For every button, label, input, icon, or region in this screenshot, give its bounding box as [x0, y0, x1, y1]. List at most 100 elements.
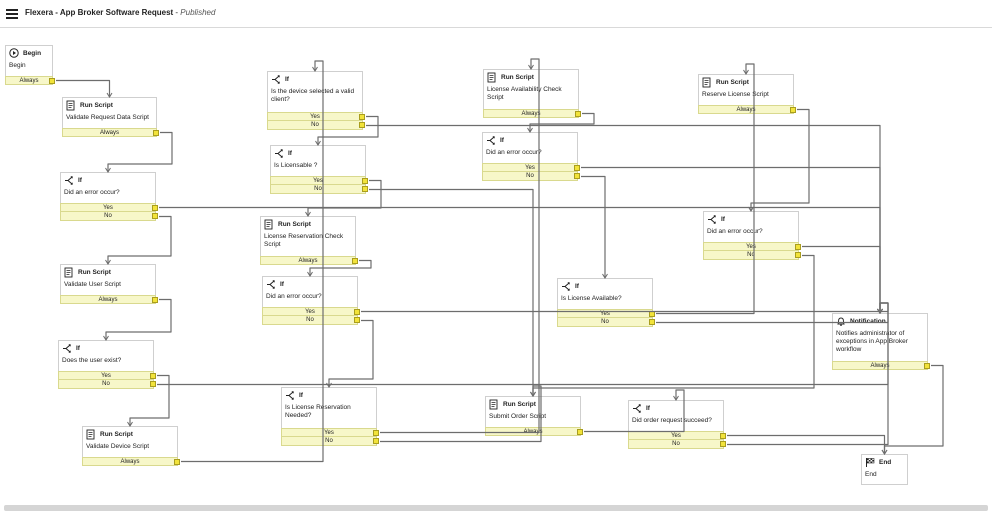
port-label: Yes	[310, 114, 320, 120]
node-header: End	[862, 455, 907, 471]
hamburger-menu-icon[interactable]	[6, 9, 18, 19]
connector-handle[interactable]	[795, 252, 801, 258]
port-yes[interactable]: Yes	[262, 307, 360, 316]
connector-handle[interactable]	[795, 244, 801, 250]
port-always[interactable]: Always	[82, 457, 180, 466]
node-description: Is Licensable ?	[274, 162, 318, 169]
port-yes[interactable]: Yes	[267, 112, 365, 121]
port-no[interactable]: No	[267, 121, 365, 130]
port-no[interactable]: No	[270, 185, 368, 194]
port-no[interactable]: No	[557, 318, 655, 327]
port-no[interactable]: No	[262, 316, 360, 325]
connector-handle[interactable]	[649, 311, 655, 317]
port-yes[interactable]: Yes	[557, 309, 655, 318]
port-yes[interactable]: Yes	[281, 428, 379, 437]
port-yes[interactable]: Yes	[703, 242, 801, 251]
connector-handle[interactable]	[152, 205, 158, 211]
port-always[interactable]: Always	[5, 76, 55, 85]
port-always[interactable]: Always	[832, 361, 930, 370]
port-yes[interactable]: Yes	[628, 431, 726, 440]
script-icon	[86, 429, 96, 440]
port-yes[interactable]: Yes	[58, 371, 156, 380]
branch-icon	[561, 281, 571, 292]
node-type-label: Run Script	[80, 102, 113, 109]
port-yes[interactable]: Yes	[60, 203, 158, 212]
node-type-label: If	[78, 177, 82, 184]
port-no[interactable]: No	[58, 380, 156, 389]
port-no[interactable]: No	[703, 251, 801, 260]
connector-handle[interactable]	[152, 213, 158, 219]
connector-handle[interactable]	[790, 107, 796, 113]
connector-handle[interactable]	[150, 373, 156, 379]
connector-handle[interactable]	[649, 319, 655, 325]
port-always[interactable]: Always	[485, 427, 583, 436]
port-always[interactable]: Always	[483, 109, 581, 118]
node-type-label: Notification	[850, 318, 886, 325]
port-no[interactable]: No	[281, 437, 379, 446]
port-label: Yes	[313, 178, 323, 184]
port-no[interactable]: No	[628, 440, 726, 449]
port-no[interactable]: No	[482, 172, 580, 181]
branch-icon	[707, 214, 717, 225]
node-description: Submit Order Script	[489, 413, 547, 420]
connector-handle[interactable]	[359, 114, 365, 120]
horizontal-scrollbar[interactable]	[4, 505, 988, 511]
connector-handle[interactable]	[153, 130, 159, 136]
connector-handle[interactable]	[174, 459, 180, 465]
connector-handle[interactable]	[577, 429, 583, 435]
connector-handle[interactable]	[152, 297, 158, 303]
connector-handle[interactable]	[575, 111, 581, 117]
port-always[interactable]: Always	[60, 295, 158, 304]
connector-handle[interactable]	[362, 178, 368, 184]
connector-handle[interactable]	[362, 186, 368, 192]
node-description: Notifies administrator of exceptions in …	[836, 330, 908, 353]
port-no[interactable]: No	[60, 212, 158, 221]
connector-handle[interactable]	[373, 438, 379, 444]
connector-handle[interactable]	[574, 173, 580, 179]
connector-handle[interactable]	[720, 441, 726, 447]
connector-handle[interactable]	[354, 317, 360, 323]
connector-handle[interactable]	[924, 363, 930, 369]
connector-handle[interactable]	[354, 309, 360, 315]
connector-handle[interactable]	[574, 165, 580, 171]
port-yes[interactable]: Yes	[482, 163, 580, 172]
connector-handle[interactable]	[720, 433, 726, 439]
output-ports: Always	[698, 105, 796, 114]
connector-handle[interactable]	[352, 258, 358, 264]
port-always[interactable]: Always	[698, 105, 796, 114]
connector-handle[interactable]	[150, 381, 156, 387]
node-type-label: If	[721, 216, 725, 223]
port-always[interactable]: Always	[260, 256, 358, 265]
branch-icon	[62, 343, 72, 354]
port-label: No	[104, 213, 112, 219]
port-yes[interactable]: Yes	[270, 176, 368, 185]
connector-handle[interactable]	[359, 122, 365, 128]
page-title: Flexera - App Broker Software Request - …	[25, 8, 215, 17]
connector-handle[interactable]	[373, 430, 379, 436]
port-always[interactable]: Always	[62, 128, 159, 137]
connector-handle[interactable]	[49, 78, 55, 84]
